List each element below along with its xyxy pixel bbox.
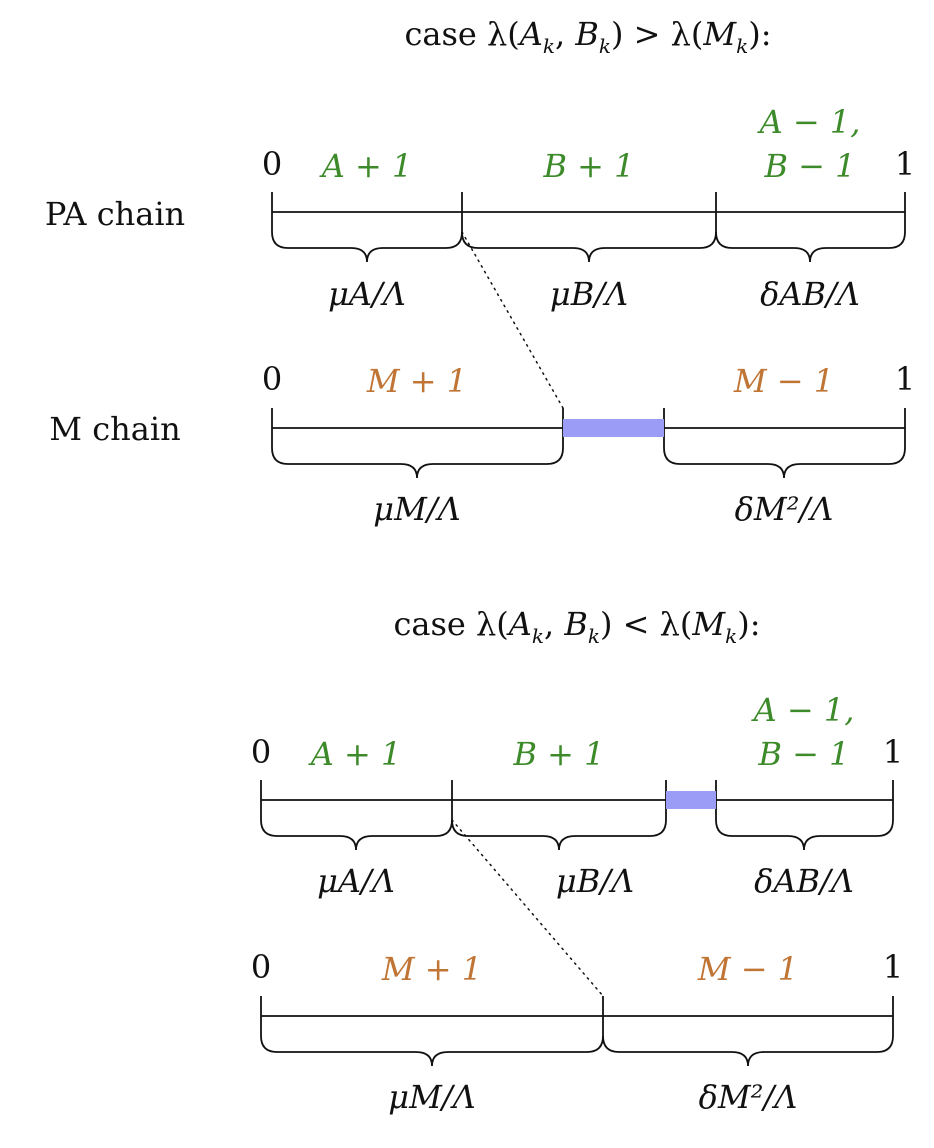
case2-m-interval (260, 996, 894, 1036)
case1-m-braces (271, 447, 906, 479)
case2-m-seg2-bottom: δM²/Λ (699, 1078, 798, 1116)
case2-highlight-bar (666, 791, 716, 809)
case2-pa-zero: 0 (251, 733, 271, 771)
case2-pa-seg1-top: A + 1 (308, 735, 402, 773)
case1-title: case λ(Ak, Bk) > λ(Mk): (404, 15, 771, 58)
case1-m-seg1-bottom: μM/Λ (373, 490, 460, 528)
case1-pa-interval (271, 192, 906, 232)
case2-dotted-connector (451, 819, 604, 997)
case2-pa-seg3-top-line2: B − 1 (757, 735, 849, 773)
case1-m-seg1-top: M + 1 (366, 362, 467, 400)
case2-pa-seg2-top: B + 1 (512, 735, 604, 773)
case1-m-seg3-bottom: δM²/Λ (735, 490, 834, 528)
case2-pa-interval (260, 780, 894, 820)
case1-pa-seg3-top-line1: A − 1, (757, 103, 861, 141)
case1-pa-seg1-top: A + 1 (319, 147, 413, 185)
case1-m-zero: 0 (262, 360, 282, 398)
case2-pa-one: 1 (883, 733, 903, 771)
case1-pa-one: 1 (895, 145, 915, 183)
case2-pa-seg1-bottom: μA/Λ (317, 862, 395, 900)
case1-m-one: 1 (895, 360, 915, 398)
case2-m-seg2-top: M − 1 (697, 950, 798, 988)
case1-m-seg3-top: M − 1 (733, 362, 834, 400)
case1-pa-seg2-bottom: μB/Λ (550, 275, 628, 313)
case2-m-braces (260, 1035, 894, 1067)
case2-pa-seg3-bottom: δAB/Λ (754, 862, 854, 900)
case2-pa-seg3-top-line1: A − 1, (751, 691, 855, 729)
case2-m-zero: 0 (251, 948, 271, 986)
case2-section: case λ(Ak, Bk) < λ(Mk): 0 1 A + 1 B + 1 … (251, 605, 903, 1116)
case2-m-seg1-bottom: μM/Λ (388, 1078, 475, 1116)
case1-section: case λ(Ak, Bk) > λ(Mk): PA chain M chain… (45, 15, 915, 528)
case1-pa-seg1-bottom: μA/Λ (328, 275, 406, 313)
case1-pa-seg2-top: B + 1 (542, 147, 634, 185)
case2-pa-braces (260, 819, 894, 851)
m-chain-label: M chain (49, 410, 180, 448)
case1-highlight-bar (563, 419, 664, 437)
case1-dotted-connector (461, 231, 564, 409)
case1-pa-braces (271, 231, 906, 263)
pa-chain-label: PA chain (45, 195, 185, 233)
case2-title: case λ(Ak, Bk) < λ(Mk): (393, 605, 760, 648)
case1-pa-seg3-top-line2: B − 1 (763, 147, 855, 185)
case2-m-one: 1 (883, 948, 903, 986)
case1-pa-seg3-bottom: δAB/Λ (760, 275, 860, 313)
case1-pa-zero: 0 (262, 145, 282, 183)
case2-pa-seg2-bottom: μB/Λ (556, 862, 634, 900)
case2-m-seg1-top: M + 1 (381, 950, 482, 988)
